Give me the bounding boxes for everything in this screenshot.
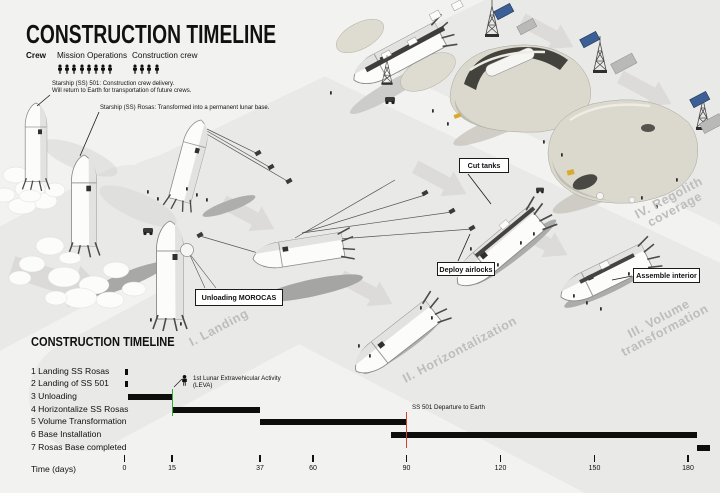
gantt-task-bar: [127, 393, 172, 400]
gantt-task-label: 4 Horizontalize SS Rosas: [31, 403, 129, 414]
gantt-heading: CONSTRUCTION TIMELINE: [31, 334, 175, 349]
leader-lines: [36, 94, 633, 388]
annotation-ss501: Starship (SS) 501: Construction crew del…: [52, 81, 192, 94]
axis-tick-label: 180: [682, 465, 694, 472]
person-icon: [154, 61, 160, 79]
legend-construction-crew-label: Construction crew: [132, 51, 198, 60]
person-icon: [139, 61, 145, 79]
axis-tick: [593, 454, 596, 462]
opened-starship-icon: [335, 0, 464, 96]
gantt-task-bar: [172, 406, 260, 413]
person-icon: [93, 61, 99, 79]
mission-operations-icons: [57, 61, 113, 79]
person-icon: [100, 61, 106, 79]
gantt-task-label: 6 Base Installation: [31, 429, 102, 439]
construction-crew-icons: [132, 61, 160, 79]
axis-tick: [312, 454, 314, 462]
axis-tick: [171, 454, 173, 462]
crane-towers: [381, 0, 711, 131]
axis-tick: [405, 454, 408, 462]
cables: [188, 128, 473, 289]
leva-person-icon: [181, 373, 188, 391]
gantt-task-bar: [260, 419, 407, 426]
callout-cut-tanks: Cut tanks: [459, 158, 509, 173]
person-icon: [146, 61, 152, 79]
dome-covered-icon: [547, 99, 698, 204]
person-icon: [132, 61, 138, 79]
starship-interior-icon: [552, 234, 665, 313]
axis-tick-label: 150: [588, 465, 601, 472]
solar-panel-icon: [493, 2, 515, 21]
callout-deploy-airlocks: Deploy airlocks: [437, 262, 495, 276]
leva-milestone-line: [171, 388, 174, 416]
gantt-task-bar: [124, 381, 128, 388]
gantt-task-bar: [390, 432, 698, 438]
crew-legend-label: Crew: [26, 51, 47, 60]
gantt-task-bar: [124, 368, 128, 375]
axis-tick: [687, 454, 689, 462]
axis-tick: [499, 454, 502, 462]
axis-tick-label: 120: [494, 465, 507, 472]
gantt-task-bar: [697, 444, 710, 451]
axis-tick-label: 60: [309, 465, 317, 472]
workers: [147, 91, 678, 358]
gantt-task-label: 5 Volume Transformation: [31, 416, 127, 427]
person-icon: [71, 61, 77, 79]
person-icon: [107, 61, 113, 79]
gantt-task-label: 1 Landing SS Rosas: [31, 365, 110, 376]
starship-landing-2-icon: [67, 154, 101, 259]
time-axis-label: Time (days): [31, 464, 77, 474]
leva-milestone-label: 1st Lunar Extravehicular Activity (LEVA): [193, 374, 281, 389]
person-icon: [57, 61, 63, 79]
axis-tick: [259, 454, 261, 462]
gantt-task-label: 7 Rosas Base completed: [31, 441, 127, 452]
axis-tick-label: 90: [402, 465, 411, 472]
person-icon: [79, 61, 85, 79]
gantt-task-label: 3 Unloading: [31, 390, 77, 401]
axis-tick-label: 15: [168, 465, 176, 472]
ground-panels: [516, 18, 720, 134]
departure-milestone-line: [405, 412, 408, 448]
gantt-task-label: 2 Landing of SS 501: [31, 378, 109, 389]
person-icon: [86, 61, 92, 79]
starship-unloading-icon: [152, 220, 194, 332]
callout-unloading-morocas: Unloading MOROCAS: [195, 289, 283, 306]
starship-cut-tanks-icon: [445, 194, 560, 299]
axis-tick-label: 37: [256, 465, 264, 472]
axis-tick: [123, 454, 126, 462]
annotation-rosas: Starship (SS) Rosas: Transformed into a …: [100, 105, 270, 111]
solar-panel-icon: [689, 90, 711, 109]
person-icon: [64, 61, 70, 79]
solar-panel-icon: [579, 30, 601, 49]
callout-assemble-interior: Assemble interior: [633, 268, 700, 283]
starship-landing-1-icon: [21, 102, 51, 192]
front-clouds: [18, 189, 82, 265]
legend-mission-operations-label: Mission Operations: [57, 51, 128, 60]
winches: [196, 149, 476, 239]
page-title: CONSTRUCTION TIMELINE: [26, 19, 277, 49]
departure-milestone-label: SS 501 Departure to Earth: [412, 404, 485, 411]
dome-open-icon: [449, 44, 591, 133]
axis-tick-label: 0: [122, 465, 127, 472]
